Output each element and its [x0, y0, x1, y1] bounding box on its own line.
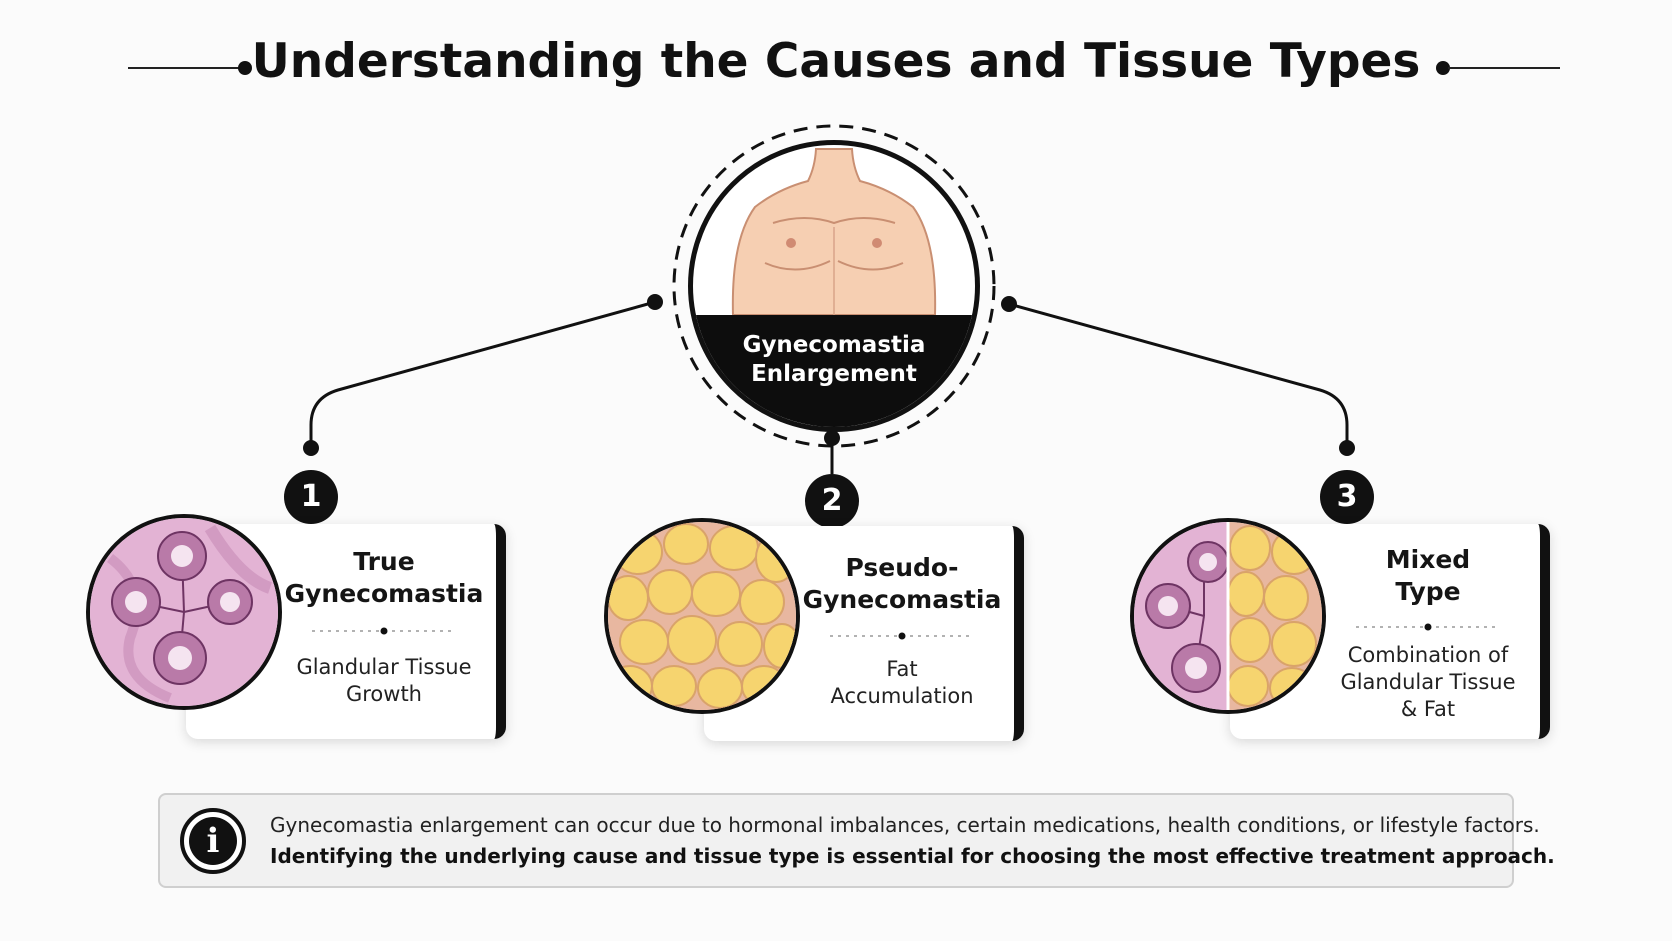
- fat-tissue-image: [604, 518, 800, 714]
- title-rule-left: [128, 67, 240, 69]
- card-heading-line1: True: [353, 547, 415, 576]
- card-heading-line1: Mixed: [1385, 545, 1471, 574]
- hub-dashed-ring: [672, 124, 996, 448]
- page-title: Understanding the Causes and Tissue Type…: [251, 34, 1421, 89]
- card-heading-line2: Gynecomastia: [802, 585, 1002, 614]
- mixed-tissue-image: [1130, 518, 1326, 714]
- card-desc-line2: Growth: [345, 682, 422, 706]
- card-desc-line3: & Fat: [1400, 697, 1456, 721]
- card-description: Glandular Tissue Growth: [278, 654, 490, 708]
- hub-label-line1: Gynecomastia: [742, 332, 926, 358]
- glandular-tissue-image: [86, 514, 282, 710]
- hub-circle: Gynecomastia Enlargement: [688, 140, 980, 432]
- connector-node: [1001, 296, 1017, 312]
- hub-label-band: [693, 315, 975, 427]
- card-desc-line2: Accumulation: [830, 684, 974, 708]
- card-desc-line1: Glandular Tissue: [296, 655, 472, 679]
- card-heading: Mixed Type: [1322, 544, 1534, 608]
- card-heading-line2: Type: [1395, 577, 1461, 606]
- info-box: i Gynecomastia enlargement can occur due…: [158, 793, 1555, 888]
- hub-label-line2: Enlargement: [751, 361, 917, 387]
- info-text-line2: Identifying the underlying cause and tis…: [270, 844, 1555, 868]
- connector-left: [309, 300, 656, 448]
- card-heading-line1: Pseudo-: [845, 553, 959, 582]
- step-badge-1: 1: [284, 470, 338, 524]
- card-separator: [312, 627, 456, 635]
- connector-node: [824, 430, 840, 446]
- info-icon: i: [180, 808, 246, 874]
- card-separator: [1356, 623, 1500, 631]
- step-badge-3: 3: [1320, 470, 1374, 524]
- card-description: Fat Accumulation: [796, 656, 1008, 710]
- connector-right: [1008, 302, 1349, 448]
- connector-node: [647, 294, 663, 310]
- card-heading-line2: Gynecomastia: [284, 579, 484, 608]
- card-heading: Pseudo- Gynecomastia: [796, 552, 1008, 616]
- card-desc-line1: Fat: [886, 657, 918, 681]
- title-rule-right: [1448, 67, 1560, 69]
- info-text-line1: Gynecomastia enlargement can occur due t…: [270, 813, 1540, 837]
- connector-node: [303, 440, 319, 456]
- title-dot-left: [238, 61, 252, 75]
- torso-illustration: [731, 148, 937, 316]
- card-desc-line1: Combination of: [1347, 643, 1509, 667]
- connector-node: [1339, 440, 1355, 456]
- card-heading: True Gynecomastia: [278, 546, 490, 610]
- step-badge-2: 2: [805, 474, 859, 528]
- card-description: Combination of Glandular Tissue & Fat: [1322, 642, 1534, 723]
- card-desc-line2: Glandular Tissue: [1340, 670, 1516, 694]
- hub-label: Gynecomastia Enlargement: [693, 331, 975, 389]
- title-dot-right: [1436, 61, 1450, 75]
- card-separator: [830, 632, 974, 640]
